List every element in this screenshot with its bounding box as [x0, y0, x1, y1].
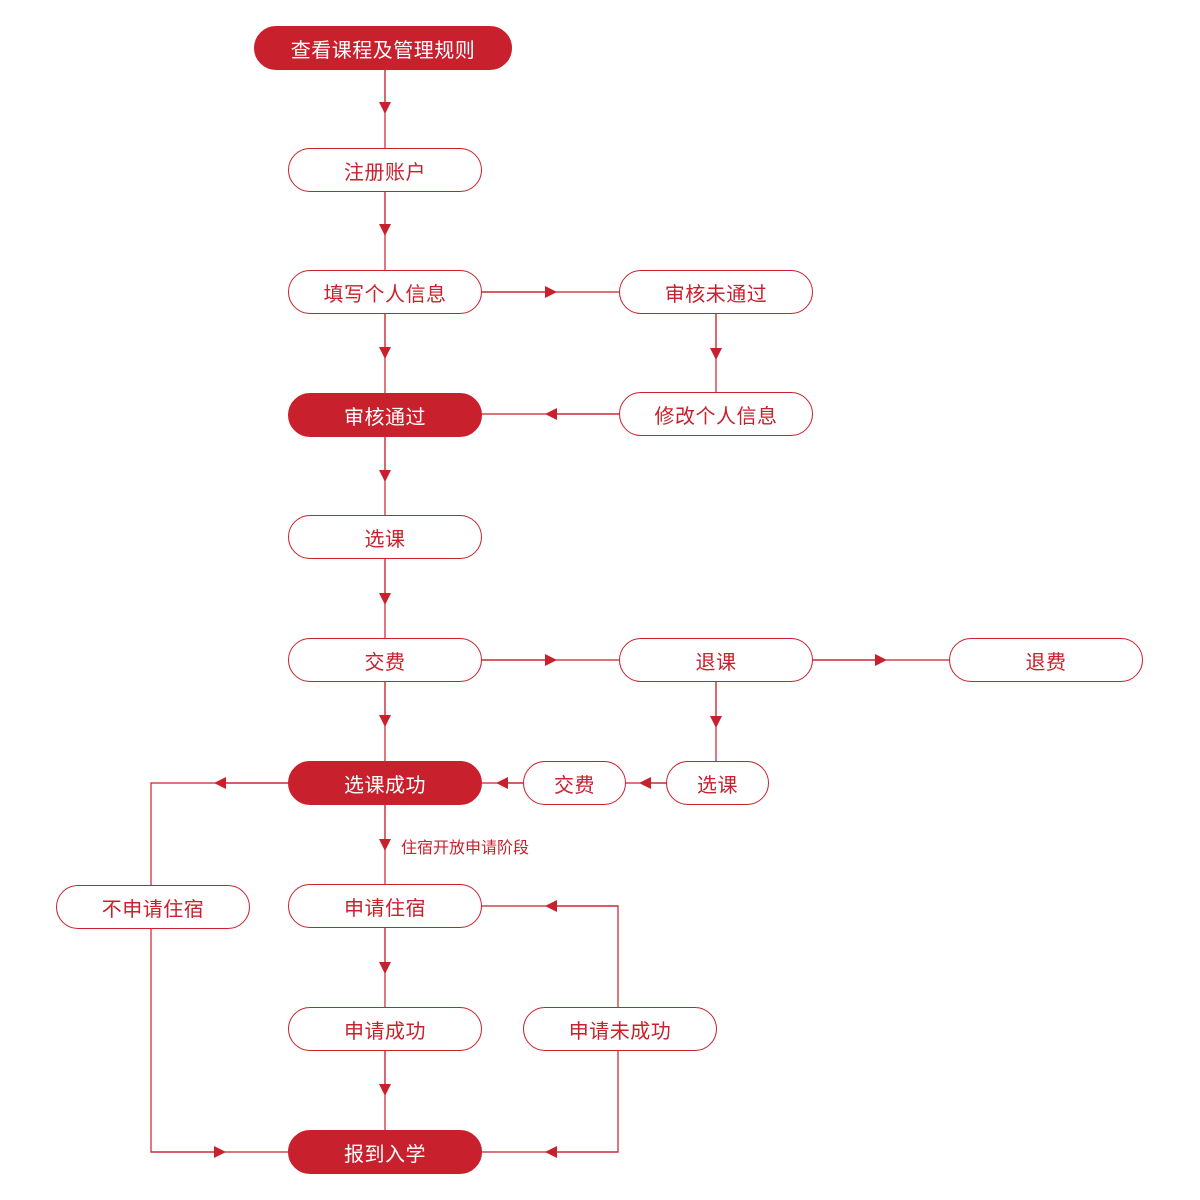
node-drop-course: 退课: [619, 638, 813, 682]
node-register: 注册账户: [288, 148, 482, 192]
node-apply-failed: 申请未成功: [523, 1007, 717, 1051]
edge-failed-to-apply: [481, 905, 619, 1008]
edge-no-housing-to-success: [150, 782, 288, 885]
node-review-passed: 审核通过: [288, 393, 482, 437]
node-pay: 交费: [288, 638, 482, 682]
node-apply-success: 申请成功: [288, 1007, 482, 1051]
node-enroll-success: 选课成功: [288, 761, 482, 805]
node-modify-info: 修改个人信息: [619, 392, 813, 436]
node-review-failed: 审核未通过: [619, 270, 813, 314]
node-select-course: 选课: [288, 515, 482, 559]
node-no-housing: 不申请住宿: [56, 885, 250, 929]
node-view-rules: 查看课程及管理规则: [254, 26, 512, 70]
node-refund: 退费: [949, 638, 1143, 682]
node-fill-info: 填写个人信息: [288, 270, 482, 314]
edge-label-housing-phase: 住宿开放申请阶段: [401, 838, 530, 857]
edge-no-housing-to-report: [150, 929, 288, 1153]
node-apply-housing: 申请住宿: [288, 884, 482, 928]
node-pay-again: 交费: [523, 761, 626, 805]
node-select-course-again: 选课: [666, 761, 769, 805]
node-report-enroll: 报到入学: [288, 1130, 482, 1174]
edge-failed-to-report: [481, 1050, 619, 1153]
